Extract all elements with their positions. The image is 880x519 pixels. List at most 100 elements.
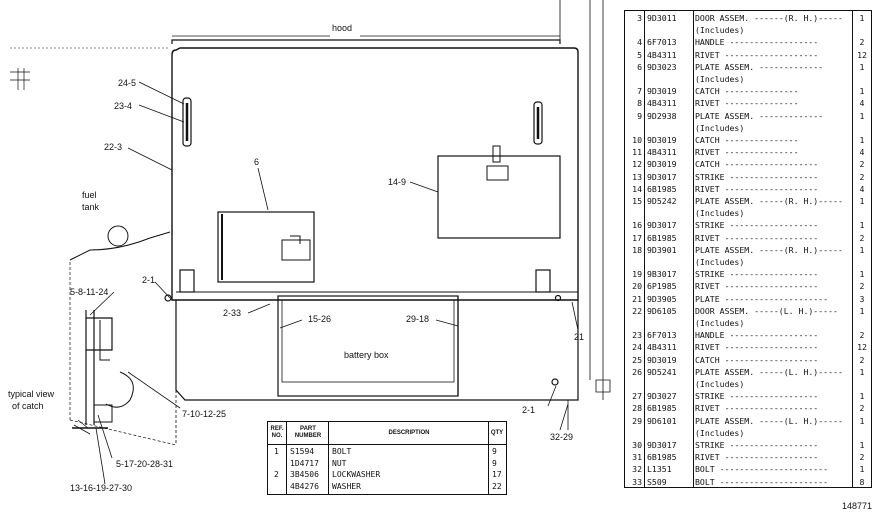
- hood-outline: [171, 39, 561, 44]
- cell-qty: 1: [859, 86, 865, 97]
- cell-desc: (Includes): [695, 122, 745, 133]
- cell-pn: 9D5242: [647, 196, 677, 206]
- cell-ref: 31: [632, 452, 642, 463]
- cell-ref: 13: [632, 171, 642, 182]
- cell-desc: (Includes): [695, 318, 745, 328]
- cell-ref: 20: [632, 281, 642, 292]
- label-tank: tank: [82, 202, 100, 212]
- cell-qty: 1: [859, 13, 865, 23]
- cell-ref: 28: [632, 403, 642, 414]
- cell-desc: PLATE ASSEM. -----(R. H.)-----: [695, 196, 843, 206]
- cell-qty: 1: [859, 269, 865, 280]
- hardware-table-row: 4B4276 WASHER 22: [268, 481, 506, 492]
- cell-qty: 12: [857, 342, 867, 353]
- parts-list-row: (Includes): [625, 207, 871, 219]
- cell-desc: DOOR ASSEM. ------(R. H.)-----: [695, 13, 843, 23]
- cell-ref: 19: [632, 269, 642, 280]
- cell-ref: 5: [637, 49, 642, 60]
- callout-7-10-12-25: 7-10-12-25: [182, 409, 226, 419]
- header-description: DESCRIPTION: [388, 430, 430, 436]
- cell-qty: 1: [859, 196, 865, 206]
- cell-qty: 1: [859, 464, 865, 475]
- cell-ref: 17: [632, 232, 642, 243]
- cell-ref: 2: [274, 470, 279, 479]
- cell-pn: 9D3019: [647, 86, 677, 97]
- cell-pn: 4B4276: [290, 481, 319, 491]
- cell-desc: STRIKE ------------------: [695, 220, 819, 231]
- cell-desc: PLATE ---------------------: [695, 293, 829, 304]
- cell-desc: CATCH ---------------: [695, 86, 799, 97]
- callout-5-8-11-24: 5-8-11-24: [70, 287, 108, 297]
- cell-pn: 9D3023: [647, 61, 677, 72]
- cell-desc: PLATE ASSEM. -------------: [695, 110, 824, 121]
- cell-desc: RIVET -------------------: [695, 452, 819, 463]
- callout-15-26: 15-26: [308, 314, 331, 324]
- cell-qty: 2: [859, 403, 865, 414]
- cell-qty: 1: [859, 366, 865, 377]
- door-panel: [171, 47, 579, 301]
- label-battery-box: battery box: [344, 350, 389, 360]
- cell-ref: 32: [632, 464, 642, 475]
- cell-qty: 2: [859, 171, 865, 182]
- cell-ref: 25: [632, 354, 642, 365]
- cell-pn: 9D6101: [647, 415, 677, 426]
- cell-qty: 1: [859, 220, 865, 231]
- cell-qty: 22: [492, 481, 502, 491]
- cell-desc: HANDLE ------------------: [695, 37, 819, 48]
- cell-pn: 3B4506: [290, 470, 319, 479]
- cell-ref: 16: [632, 220, 642, 231]
- cell-qty: 2: [859, 330, 865, 341]
- cell-pn: 9D3017: [647, 171, 677, 182]
- cell-qty: 1: [859, 135, 865, 145]
- cell-qty: 12: [857, 49, 867, 60]
- cell-ref: 27: [632, 391, 642, 402]
- callout-2-33: 2-33: [223, 308, 241, 318]
- cell-pn: 6F7013: [647, 37, 677, 48]
- callout-5-17-20-28-31: 5-17-20-28-31: [116, 459, 173, 469]
- cell-qty: 4: [859, 147, 865, 158]
- cell-pn: 9D3901: [647, 244, 677, 255]
- cell-pn: 6F7013: [647, 330, 677, 341]
- catalog-number: 148771: [842, 501, 873, 511]
- cell-ref: 33: [632, 476, 642, 487]
- callout-32-29: 32-29: [550, 432, 573, 442]
- cell-ref: 9: [637, 110, 642, 121]
- cell-desc: CATCH ---------------: [695, 135, 799, 145]
- cell-pn: 9D3027: [647, 391, 677, 402]
- cell-desc: STRIKE ------------------: [695, 440, 819, 450]
- cell-pn: 4B4311: [647, 98, 677, 109]
- cell-qty: 2: [859, 281, 865, 292]
- cell-pn: 6B1985: [647, 452, 677, 463]
- parts-list-row: (Includes): [625, 122, 871, 134]
- cell-pn: 4B4311: [647, 342, 677, 353]
- cell-ref: 24: [632, 342, 642, 353]
- cell-qty: 9: [492, 447, 497, 456]
- parts-list-row: (Includes): [625, 427, 871, 439]
- cell-ref: 30: [632, 440, 642, 450]
- cell-desc: (Includes): [695, 379, 745, 389]
- cell-ref: 3: [637, 13, 642, 23]
- cell-desc: RIVET ---------------: [695, 98, 799, 109]
- cell-pn: S509: [647, 476, 667, 487]
- header-ref-no: REF. NO.: [270, 426, 284, 439]
- cell-qty: 2: [859, 232, 865, 243]
- cell-qty: 1: [859, 61, 865, 72]
- cell-desc: WASHER: [332, 481, 361, 491]
